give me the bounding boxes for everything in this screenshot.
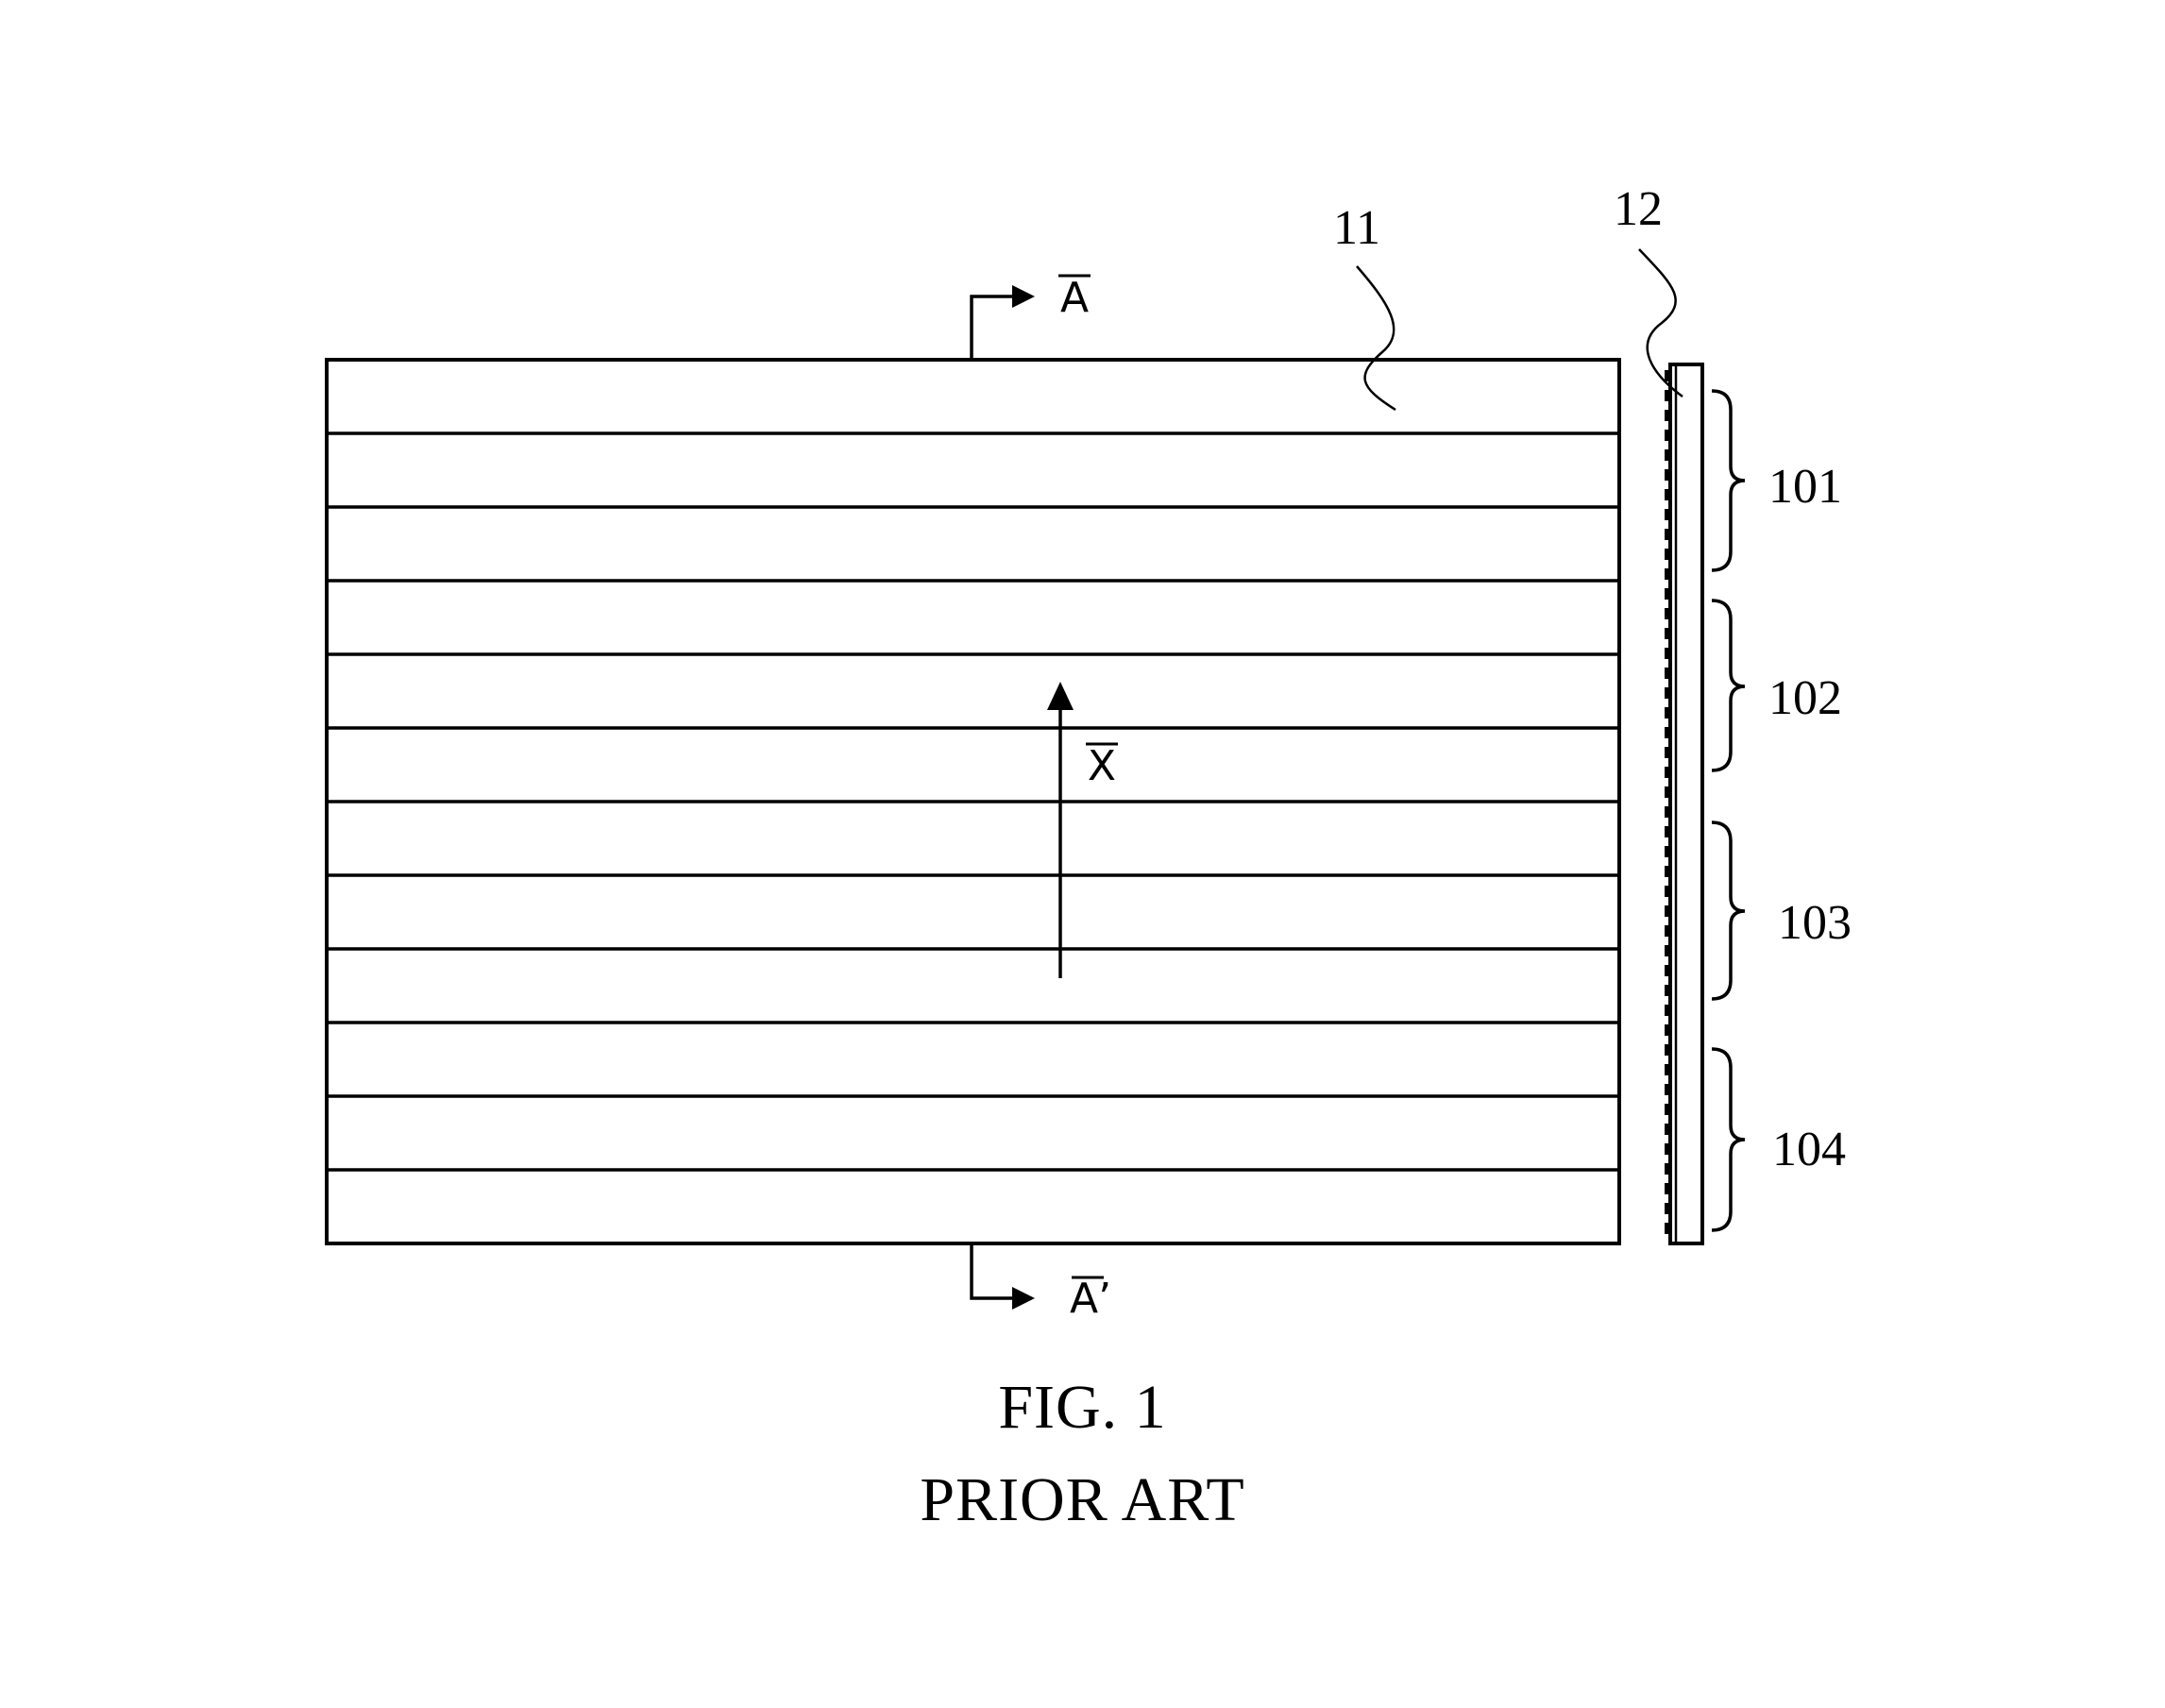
panel-leader-line <box>1357 266 1395 410</box>
side-strip-ref-label: 12 <box>1614 182 1663 236</box>
section-marker-bottom-line <box>972 1243 1014 1298</box>
panel-leader: 11 <box>1333 201 1395 410</box>
section-marker-top-arrowhead <box>1012 285 1035 308</box>
panel <box>327 360 1619 1243</box>
direction-arrow: X <box>1047 682 1118 978</box>
section-label-bottom: A’ <box>1070 1275 1111 1323</box>
region-label-104: 104 <box>1772 1123 1846 1176</box>
region-brace-104 <box>1712 1049 1745 1230</box>
section-marker-bottom: A’ <box>972 1243 1111 1323</box>
region-brace-103 <box>1712 822 1745 999</box>
direction-arrowhead <box>1047 682 1074 710</box>
direction-label: X <box>1088 742 1116 790</box>
region-brace-101 <box>1712 391 1745 570</box>
region-brace-102 <box>1712 600 1745 770</box>
region-braces: 101 102 103 104 <box>1712 391 1852 1230</box>
side-strip: 12 <box>1614 182 1702 1243</box>
section-marker-top-line <box>972 296 1014 360</box>
figure-title: FIG. 1 <box>0 1377 2165 1439</box>
region-label-103: 103 <box>1778 896 1852 950</box>
panel-ref-label: 11 <box>1333 201 1380 255</box>
section-marker-top: A <box>972 274 1091 360</box>
region-label-101: 101 <box>1768 460 1842 514</box>
region-label-102: 102 <box>1768 671 1842 725</box>
section-label-top: A <box>1060 274 1089 322</box>
panel-stripe-dividers <box>327 433 1619 1170</box>
section-marker-bottom-arrowhead <box>1012 1287 1035 1310</box>
figure-subtitle: PRIOR ART <box>0 1469 2165 1531</box>
